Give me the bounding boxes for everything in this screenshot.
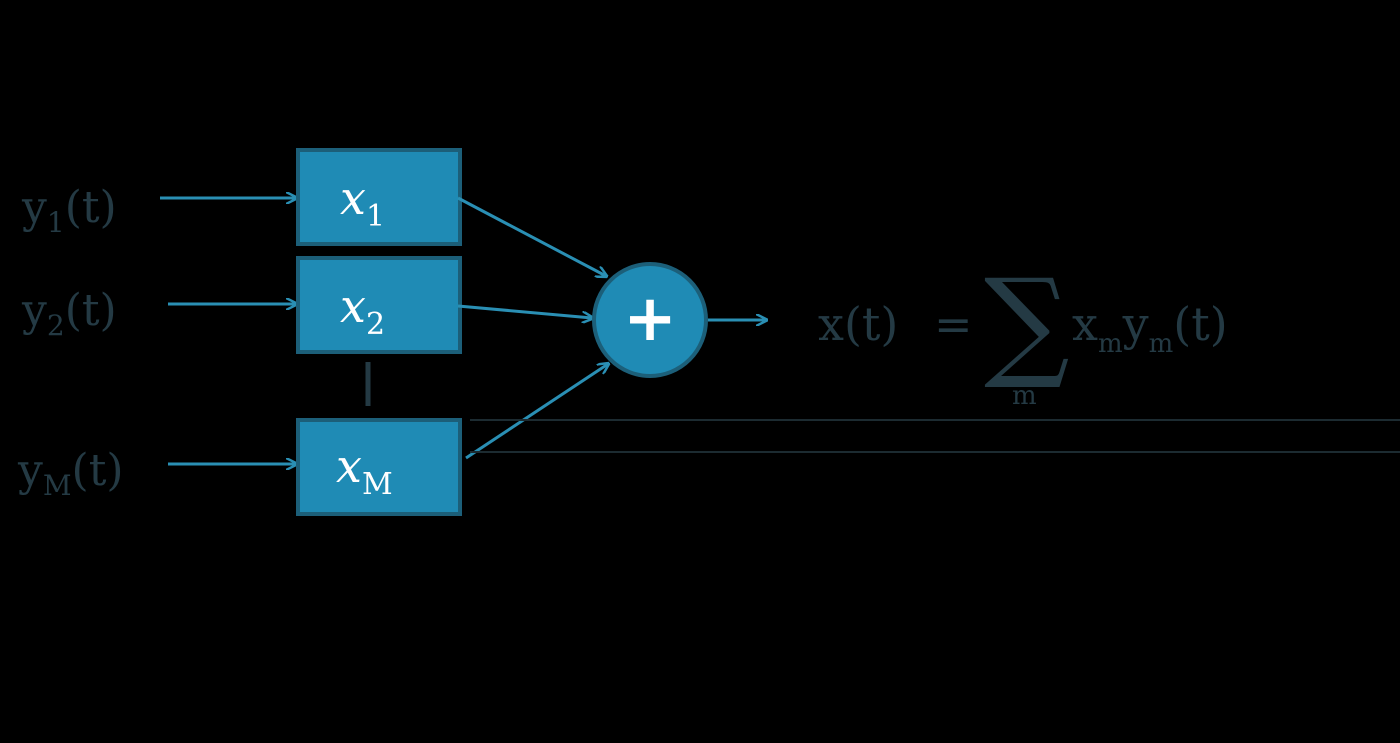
equation: x(t) = ∑ m xmym(t) <box>818 254 1228 411</box>
sigma-symbol: ∑ <box>984 254 1070 393</box>
input-label-m: yM(t) <box>17 445 124 502</box>
arrow-to-sum-1 <box>457 196 606 276</box>
sum-node-symbol: + <box>623 282 677 356</box>
weight-label-2: x2 <box>340 279 385 342</box>
arrow-to-sum-m <box>465 364 608 460</box>
equation-lhs: x(t) <box>818 297 898 351</box>
weight-box-1 <box>296 148 462 246</box>
weight-label-m: xM <box>336 439 393 502</box>
equation-term: xmym(t) <box>1072 297 1228 359</box>
input-label-1: y1(t) <box>21 182 117 239</box>
arrow-to-sum-2 <box>457 304 592 318</box>
sum-node <box>592 262 708 378</box>
weight-label-1: x1 <box>340 171 385 234</box>
weight-box-m <box>296 418 462 516</box>
input-label-2: y2(t) <box>21 285 117 342</box>
sigma-index: m <box>1012 381 1037 411</box>
equation-equals: = <box>934 297 973 351</box>
weight-box-2 <box>296 256 462 354</box>
